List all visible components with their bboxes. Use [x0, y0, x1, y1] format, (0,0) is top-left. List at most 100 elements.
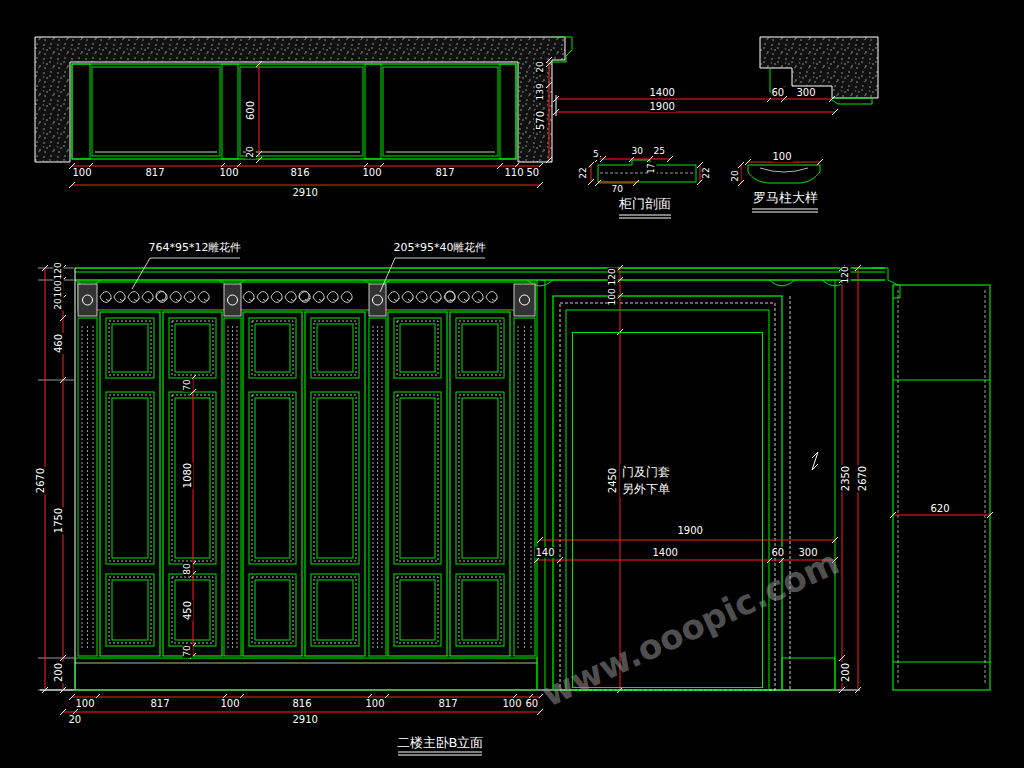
- dimension-text: 100: [362, 167, 383, 178]
- panel-moulding: [252, 577, 293, 643]
- panel-moulding: [172, 321, 213, 375]
- dimension-tick: [256, 61, 262, 67]
- dimension-text: 817: [145, 167, 166, 178]
- cornice-profile: [832, 98, 872, 104]
- dimension-text: 817: [150, 698, 171, 709]
- crown-scallop: [769, 280, 795, 286]
- dimension-tick: [855, 687, 861, 693]
- pilaster: [224, 318, 241, 656]
- door-line: [95, 152, 217, 153]
- dimension-text: 100: [772, 151, 793, 162]
- roman-column-profile: [748, 165, 820, 183]
- carving-ornament: [388, 292, 497, 303]
- dimension-line: [893, 515, 990, 516]
- dimension-text: 570: [535, 109, 546, 130]
- dimension-tick: [855, 265, 861, 271]
- part-callout: 764*95*12雕花件: [148, 242, 243, 254]
- dimension-line: [556, 99, 832, 100]
- title-underline: [398, 752, 482, 753]
- plinth: [782, 658, 835, 690]
- plinth-line: [893, 662, 990, 663]
- dimension-line: [549, 60, 550, 160]
- shelf-line: [893, 380, 990, 381]
- column-capital: [369, 284, 386, 316]
- dimension-tick: [42, 265, 48, 271]
- dimension-text: 5: [592, 150, 600, 160]
- dimension-tick: [534, 557, 540, 563]
- dimension-text: 100: [53, 279, 63, 298]
- cabinet-door: [243, 312, 302, 656]
- dimension-line: [556, 112, 835, 113]
- dimension-text: 100: [72, 167, 93, 178]
- capital-ornament: [520, 295, 530, 305]
- carving-ornament: [243, 292, 352, 303]
- panel-inner: [462, 580, 498, 640]
- door-panel: [456, 318, 504, 378]
- dimension-text: 100: [365, 698, 386, 709]
- door-panel: [249, 318, 296, 378]
- dimension-text: 1080: [182, 461, 193, 488]
- panel-inner: [400, 580, 435, 640]
- extension-line: [556, 95, 557, 116]
- panel-inner: [462, 324, 498, 372]
- dimension-text: 120: [840, 265, 850, 284]
- plinth: [75, 658, 537, 690]
- dimension-text: 20: [68, 714, 83, 725]
- dimension-tick: [617, 293, 623, 299]
- section-title: 罗马柱大样: [752, 191, 819, 205]
- dimension-text: 20: [730, 169, 740, 182]
- dimension-text: 817: [438, 698, 459, 709]
- dimension-text: 300: [798, 547, 819, 558]
- panel-moulding: [109, 395, 151, 561]
- dimension-tick: [60, 377, 66, 383]
- panel-moulding: [314, 321, 356, 375]
- panel-inner: [317, 580, 353, 640]
- dimension-text: 2670: [35, 466, 46, 493]
- part-callout: 205*95*40雕花件: [393, 242, 488, 254]
- dimension-text: 2350: [840, 464, 851, 491]
- dimension-tick: [537, 182, 543, 188]
- dimension-text: 60: [525, 698, 540, 709]
- carving-center: [156, 291, 166, 301]
- dimension-text: 60: [771, 87, 786, 98]
- dimension-text: 70: [611, 185, 624, 195]
- door-panel: [106, 318, 154, 378]
- pilaster: [369, 318, 386, 656]
- dimension-tick: [600, 156, 606, 162]
- dimension-tick: [839, 655, 845, 661]
- title-underline: [752, 212, 818, 213]
- dimension-tick: [546, 157, 552, 163]
- pilaster-flute: [232, 326, 233, 648]
- dimension-text: 600: [245, 99, 256, 120]
- dimension-tick: [537, 709, 543, 715]
- panel-line: [898, 290, 899, 685]
- column-plan: [365, 64, 381, 159]
- capital-ornament: [373, 295, 383, 305]
- door-panel: [394, 392, 441, 564]
- cabinet-door: [163, 312, 222, 656]
- dimension-tick: [817, 159, 823, 165]
- dimension-tick: [987, 512, 993, 518]
- column-capital: [224, 284, 241, 316]
- dimension-text: 2670: [857, 464, 868, 491]
- dimension-line: [598, 159, 670, 160]
- pilaster-flute: [228, 326, 229, 648]
- dimension-text: 70: [182, 644, 192, 657]
- dimension-tick: [588, 179, 594, 185]
- dimension-line: [591, 165, 592, 182]
- panel-moulding: [397, 321, 438, 375]
- panel-inner: [400, 398, 435, 558]
- pilaster-line: [545, 280, 546, 690]
- dimension-text: 816: [292, 698, 313, 709]
- dimension-tick: [497, 163, 503, 169]
- dimension-tick: [647, 156, 653, 162]
- pilaster-line: [835, 280, 836, 690]
- dimension-tick: [779, 557, 785, 563]
- dimension-text: 140: [535, 547, 556, 558]
- panel-inner: [112, 580, 148, 640]
- dimension-text: 100: [75, 698, 96, 709]
- title-underline: [619, 218, 671, 219]
- door-panel: [106, 574, 154, 646]
- pilaster-line: [537, 280, 538, 690]
